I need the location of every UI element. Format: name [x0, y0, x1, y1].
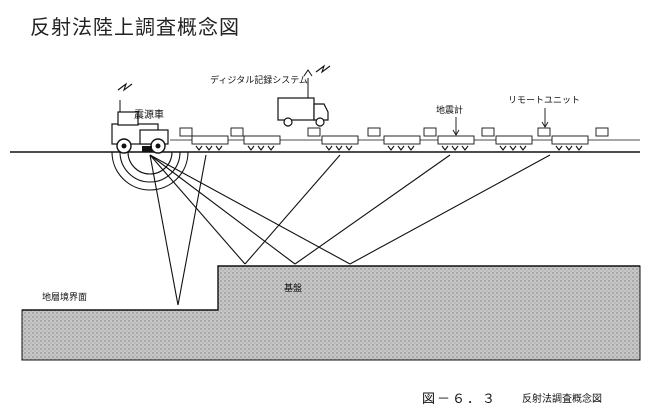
geophone-group	[383, 135, 421, 151]
remote-unit	[481, 127, 495, 137]
page-title: 反射法陸上調査概念図	[30, 15, 240, 39]
lightning-icon	[315, 64, 331, 74]
geophone-group	[321, 135, 359, 151]
remote-unit	[179, 127, 193, 137]
ray-paths	[149, 154, 551, 306]
lightning-icon	[117, 82, 133, 92]
seismometer-label: 地震計	[436, 104, 463, 116]
geophone-spread	[170, 127, 640, 151]
source-wave-arcs	[111, 151, 189, 191]
geophone-group	[551, 135, 589, 151]
recording-system-label: ディジタル記録システム	[210, 74, 308, 86]
geophone-group	[191, 135, 229, 151]
remote-unit	[367, 127, 381, 137]
geophone-group	[243, 135, 281, 151]
basement-label: 基盤	[284, 282, 302, 294]
geophone-group	[437, 135, 475, 151]
remote-unit	[595, 127, 609, 137]
remote-unit	[230, 127, 244, 137]
remote-unit-label: リモートユニット	[508, 96, 580, 106]
remote-unit	[423, 127, 437, 137]
figure-caption: 反射法調査概念図	[522, 392, 602, 405]
boundary-line	[22, 265, 640, 311]
boundary-label: 地層境界面	[42, 291, 87, 303]
recording-truck	[277, 69, 329, 127]
source-vehicle	[111, 100, 169, 154]
remote-unit	[307, 127, 321, 137]
remote-unit	[537, 127, 551, 137]
figure-number: 図－６．３	[422, 392, 497, 407]
source-vehicle-label: 震源車	[134, 108, 164, 121]
geophone-group	[495, 135, 533, 151]
basement-layer	[21, 265, 641, 361]
